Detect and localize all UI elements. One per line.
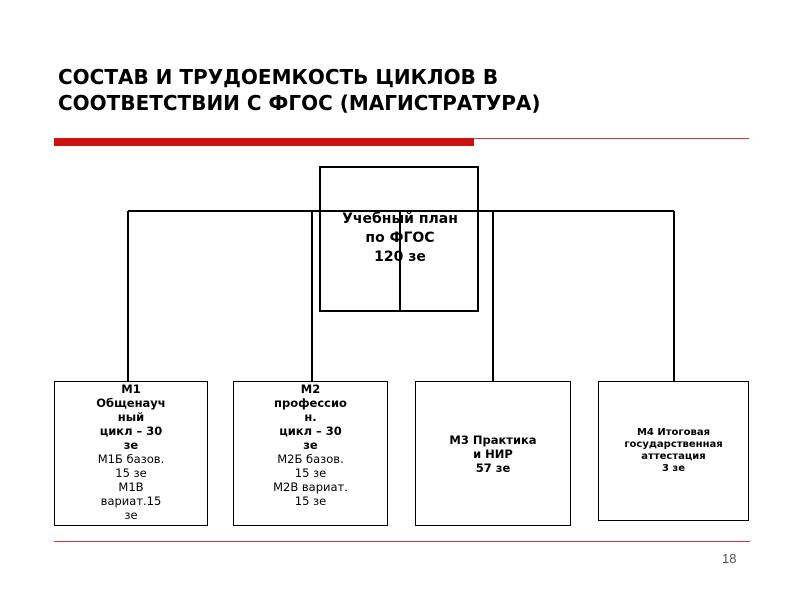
root-label-line-3: 120 зе [374,249,426,265]
m1-code: М1 [121,382,141,396]
m1-variable-credits-line-1: вариат.15 [100,494,162,508]
m2-basic-credits: 15 зе [294,466,327,480]
m3-name-line-2: и НИР [473,446,513,461]
m1-credits-line-1: цикл – 30 [99,424,163,438]
m2-cycle-box: М2 профессио н. цикл – 30 зе М2Б базов. … [233,381,388,526]
m3-credits: 57 зе [475,460,511,475]
m4-credits: 3 зе [661,463,686,474]
slide-title-line-1: СОСТАВ И ТРУДОЕМКОСТЬ ЦИКЛОВ В [58,65,499,89]
m1-cycle-box: М1 Общенауч ный цикл – 30 зе М1Б базов. … [54,381,208,526]
m2-basic-part: М2Б базов. [277,452,344,466]
m2-code: М2 [300,382,321,396]
m4-name-line-2: государственная [624,439,723,450]
title-accent-bar [54,138,474,146]
m4-cycle-box: М4 Итоговая государственная аттестация 3… [598,381,749,521]
m2-name-line-1: профессио [274,396,347,410]
m4-name-line-1: М4 Итоговая [636,427,711,438]
m1-name-line-1: Общенауч [96,396,166,410]
slide-title-line-2: СООТВЕТСТВИИ С ФГОС (МАГИСТРАТУРА) [58,91,541,115]
m2-name-line-2: н. [304,410,317,424]
m3-cycle-box: М3 Практика и НИР 57 зе [415,381,571,526]
m1-variable-credits-line-2: зе [124,508,138,522]
m2-variable-credits: 15 зе [294,494,327,508]
m3-name-line-1: М3 Практика [449,432,537,447]
m1-variable-part: М1В [118,480,144,494]
footer-line [54,541,750,542]
root-label-line-1: Учебный план [342,211,458,227]
m2-variable-part: М2В вариат. [273,480,348,494]
root-box-label: Учебный план по ФГОС 120 зе [320,210,480,267]
m1-basic-credits: 15 зе [115,466,147,480]
title-underline [474,138,749,139]
m2-credits-line-1: цикл – 30 [279,424,342,438]
slide-title: СОСТАВ И ТРУДОЕМКОСТЬ ЦИКЛОВ В СООТВЕТСТ… [58,64,738,116]
m1-credits-line-2: зе [123,438,139,452]
m4-name-line-3: аттестация [641,451,706,462]
m2-credits-line-2: зе [303,438,318,452]
page-number: 18 [722,551,737,566]
root-label-line-2: по ФГОС [365,230,435,246]
m1-basic-part: М1Б базов. [97,452,165,466]
m1-name-line-2: ный [117,410,145,424]
